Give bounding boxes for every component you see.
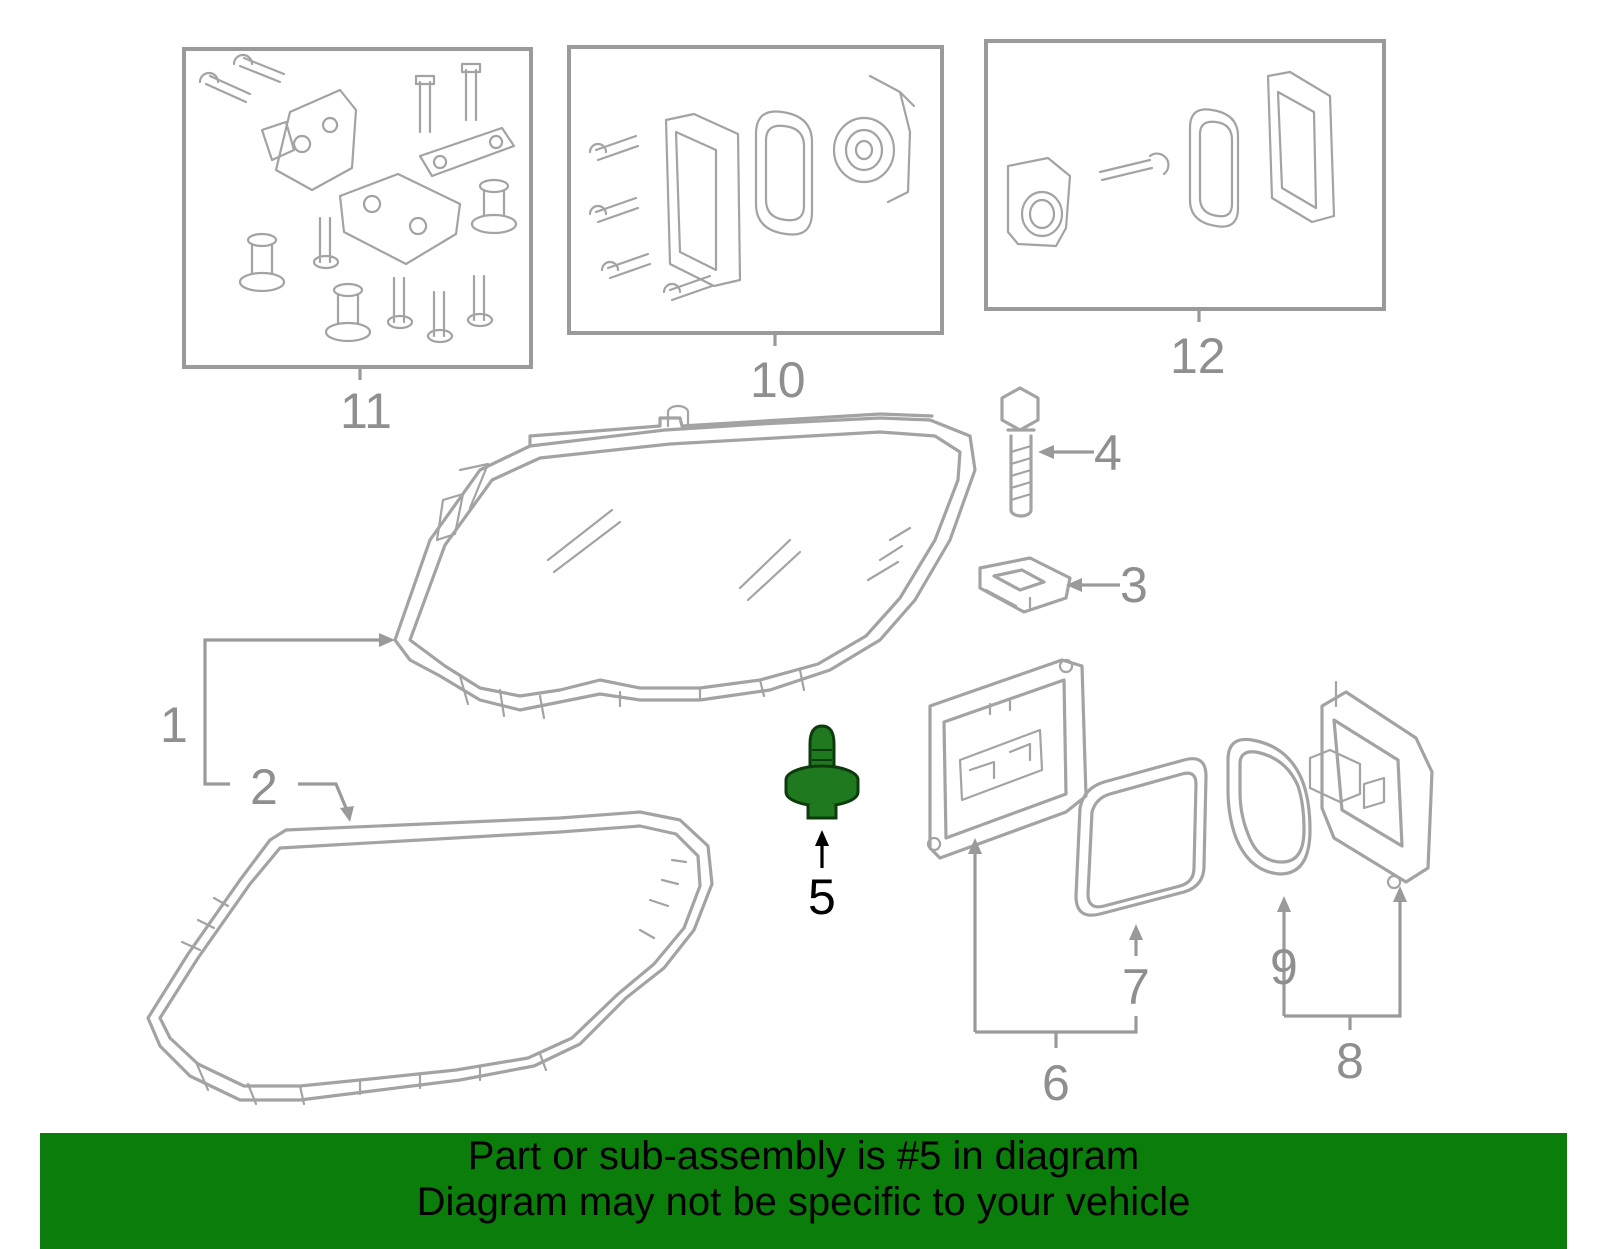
callout-3: 3 xyxy=(1120,557,1148,613)
part-1-headlamp-assembly[interactable] xyxy=(393,404,977,720)
callout-1: 1 xyxy=(160,697,188,753)
callout-11: 11 xyxy=(340,383,392,439)
part-12-module-seal-kit[interactable]: 12 xyxy=(984,39,1386,384)
part-6-control-unit[interactable] xyxy=(926,658,1088,860)
part-4-bolt[interactable] xyxy=(1000,386,1040,518)
info-banner: Part or sub-assembly is #5 in diagram Di… xyxy=(40,1133,1567,1249)
callout-10: 10 xyxy=(750,352,806,408)
banner-line-1: Part or sub-assembly is #5 in diagram xyxy=(467,1134,1140,1178)
callout-5: 5 xyxy=(808,869,836,925)
part-9-gasket[interactable] xyxy=(1226,737,1312,876)
callout-7: 7 xyxy=(1122,959,1150,1015)
callout-4: 4 xyxy=(1094,425,1122,481)
callout-6: 6 xyxy=(1042,1055,1070,1111)
callout-9: 9 xyxy=(1270,939,1298,995)
part-5-clip[interactable] xyxy=(784,724,860,820)
part-8-led-driver[interactable] xyxy=(1308,680,1434,890)
part-7-gasket[interactable] xyxy=(1074,757,1208,917)
part-10-led-module-kit[interactable]: 10 xyxy=(567,45,944,408)
banner-line-2: Diagram may not be specific to your vehi… xyxy=(416,1180,1191,1224)
part-2-lens-cover[interactable] xyxy=(146,810,714,1106)
callout-8: 8 xyxy=(1336,1033,1364,1089)
callout-12: 12 xyxy=(1170,328,1226,384)
leader-lines xyxy=(203,445,1407,1048)
callout-2: 2 xyxy=(250,759,278,815)
part-3-spring-nut[interactable] xyxy=(978,556,1072,614)
part-11-hardware-kit[interactable]: 11 xyxy=(182,47,533,439)
